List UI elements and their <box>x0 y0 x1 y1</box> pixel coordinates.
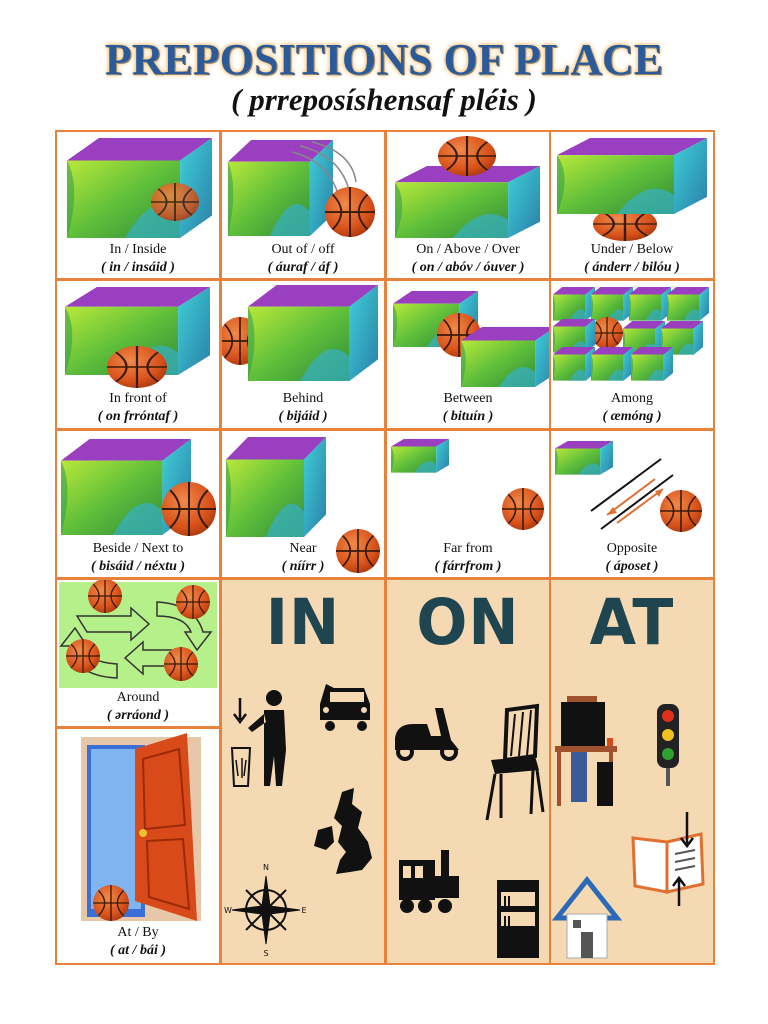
card-under: Under / Below ( ánderr / bilóu ) <box>549 130 715 280</box>
card-word: Near <box>289 541 317 556</box>
card-pronunciation: ( ərráond ) <box>106 708 170 723</box>
card-around: Around ( ərráond ) <box>55 578 221 728</box>
card-out-of: Out of / off ( áuraf / áf ) <box>220 130 386 280</box>
cubes-ball-among-image <box>553 287 709 381</box>
compass-letter: N <box>263 863 269 872</box>
card-behind: Behind ( bijáid ) <box>220 279 386 430</box>
card-word: Among <box>611 391 653 406</box>
cube-ball-out-image <box>228 140 376 238</box>
panel-at-icons <box>551 696 705 959</box>
cube-ball-beside-image <box>61 439 218 538</box>
panel-at: AT <box>549 578 715 965</box>
card-word: Beside / Next to <box>92 541 184 556</box>
card-word: In front of <box>109 391 167 406</box>
near-ball-image <box>335 528 381 574</box>
card-pronunciation: ( bituín ) <box>442 409 494 424</box>
card-pronunciation: ( æmóng ) <box>602 409 662 424</box>
card-in-front-of: In front of ( on frróntaf ) <box>55 279 221 430</box>
page-subtitle: ( prreposíshensaf pléis ) <box>231 82 537 117</box>
card-word: Around <box>116 690 160 705</box>
card-pronunciation: ( áposet ) <box>605 559 659 574</box>
chair-icon <box>485 703 545 821</box>
trash-person-icon <box>230 690 286 787</box>
car-icon <box>320 684 370 731</box>
panel-in-icons: N S W E <box>224 684 372 958</box>
card-pronunciation: ( in / insáid ) <box>101 260 175 275</box>
panel-on: ON <box>385 578 551 965</box>
cube-ball-inside-image <box>67 138 212 238</box>
cube-ball-front-image <box>65 287 210 390</box>
cube-ball-on-image <box>395 134 540 238</box>
card-word: Out of / off <box>271 242 335 257</box>
scooter-icon <box>395 708 459 761</box>
cube-ball-under-image <box>557 138 707 242</box>
desk-computer-icon <box>555 696 617 806</box>
card-near: Near ( níírr ) <box>220 429 386 579</box>
train-icon <box>399 850 459 913</box>
page-title: PREPOSITIONS OF PLACE <box>104 35 664 84</box>
cube-ball-behind-image <box>222 285 378 381</box>
card-word: Behind <box>282 391 324 406</box>
cube-ball-between-image <box>393 291 549 387</box>
cube-ball-far-image <box>391 439 545 531</box>
panel-heading-on: ON <box>416 586 520 660</box>
card-word: At / By <box>117 925 159 940</box>
card-beside: Beside / Next to ( bisáid / néxtu ) <box>55 429 221 579</box>
card-pronunciation: ( bisáid / néxtu ) <box>90 559 186 574</box>
compass-letter: E <box>301 906 306 915</box>
compass-icon <box>231 875 301 945</box>
card-pronunciation: ( áuraf / áf ) <box>267 260 339 275</box>
panel-heading-in: IN <box>265 586 341 660</box>
compass-letter: S <box>263 949 268 958</box>
panel-in: IN N S W E <box>220 578 386 965</box>
card-pronunciation: ( on / abóv / óuver ) <box>411 260 525 275</box>
panel-on-icons <box>395 703 545 958</box>
card-pronunciation: ( bijáid ) <box>278 409 328 424</box>
card-pronunciation: ( ánderr / bilóu ) <box>584 260 680 275</box>
card-at-by: At / By ( at / bái ) <box>55 727 221 965</box>
arrows-balls-around-image <box>59 580 217 688</box>
card-in: In / Inside ( in / insáid ) <box>55 130 221 280</box>
card-word: Far from <box>443 541 493 556</box>
card-among: Among ( æmóng ) <box>549 279 715 430</box>
cube-ball-opposite-image <box>555 441 703 533</box>
compass-letter: W <box>224 906 232 915</box>
panel-heading-at: AT <box>589 586 675 660</box>
card-word: Opposite <box>606 541 658 556</box>
uk-map-icon <box>314 788 372 874</box>
house-icon <box>551 875 623 959</box>
card-word: In / Inside <box>109 242 167 257</box>
card-far-from: Far from ( fárrfrom ) <box>385 429 551 579</box>
traffic-light-icon <box>657 704 679 786</box>
card-word: On / Above / Over <box>416 242 520 257</box>
card-pronunciation: ( on frróntaf ) <box>97 409 179 424</box>
card-pronunciation: ( níírr ) <box>281 559 325 574</box>
book-icon <box>631 812 705 906</box>
bookshelf-icon <box>497 880 539 958</box>
card-opposite: Opposite ( áposet ) <box>549 429 715 579</box>
card-word: Under / Below <box>590 242 674 257</box>
card-on: On / Above / Over ( on / abóv / óuver ) <box>385 130 551 280</box>
door-ball-image <box>81 733 201 922</box>
card-between: Between ( bituín ) <box>385 279 551 430</box>
card-pronunciation: ( fárrfrom ) <box>434 559 502 574</box>
card-word: Between <box>443 391 493 406</box>
card-pronunciation: ( at / bái ) <box>110 943 166 958</box>
